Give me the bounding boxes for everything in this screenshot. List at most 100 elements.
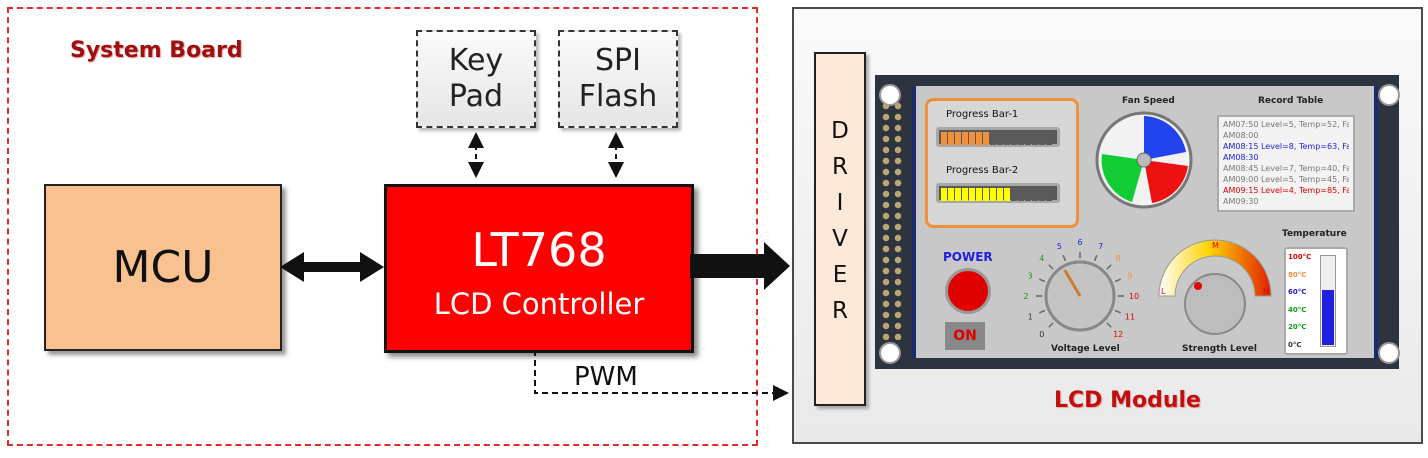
lcd-controller-block: LT768 LCD Controller [384, 184, 694, 353]
progress-segment [969, 188, 975, 201]
keypad-line-2: Pad [448, 79, 504, 114]
mount-hole-icon [1378, 84, 1400, 106]
progress-bar-panel: Progress Bar-1 Progress Bar-2 [925, 98, 1079, 228]
temperature-tick-label: 80°C [1288, 270, 1307, 279]
spi-flash-line-1: SPI [595, 43, 641, 78]
voltage-tick-label: 12 [1113, 330, 1123, 339]
progress-bar-2 [936, 183, 1060, 203]
power-button [945, 268, 991, 314]
strength-level-label: Strength Level [1182, 344, 1257, 354]
progress-segment [969, 132, 975, 145]
driver-letter: R [832, 298, 848, 324]
progress-segment [990, 132, 996, 145]
progress-segment [948, 188, 954, 201]
mount-hole-icon [1378, 342, 1400, 364]
progress-bar-1 [936, 127, 1060, 147]
progress-segment [1018, 132, 1024, 145]
progress-segment [941, 132, 947, 145]
controller-description: LCD Controller [433, 287, 645, 321]
system-board-title: System Board [70, 38, 243, 63]
driver-letter: D [831, 118, 849, 144]
progress-segment [990, 188, 996, 201]
voltage-tick-label: 10 [1129, 292, 1139, 301]
progress-segment [955, 188, 961, 201]
controller-driver-arrow [690, 242, 790, 290]
progress-segment [1025, 132, 1031, 145]
progress-segment [976, 188, 982, 201]
progress-segment [962, 188, 968, 201]
mount-hole-icon [879, 84, 901, 106]
voltage-tick-label: 6 [1077, 238, 1082, 247]
controller-name: LT768 [471, 223, 607, 277]
progress-segment [948, 132, 954, 145]
progress-segment [1018, 188, 1024, 201]
record-row: AM08:00 [1223, 131, 1259, 140]
spi-flash-block: SPI Flash [558, 30, 678, 128]
progress-segment [962, 132, 968, 145]
progress-segment [941, 188, 947, 201]
voltage-level-label: Voltage Level [1051, 344, 1120, 354]
keypad-block: Key Pad [416, 30, 536, 128]
on-button: ON [945, 322, 985, 350]
record-row: AM09:30 [1223, 197, 1259, 206]
thermometer-tube [1320, 255, 1336, 347]
record-row: AM08:45 Level=7, Temp=40, Fan= [1223, 164, 1349, 173]
voltage-tick-mark [1106, 264, 1112, 270]
temperature-tick-label: 40°C [1288, 305, 1307, 314]
voltage-tick-mark [1062, 255, 1067, 262]
strength-high-label: H [1263, 287, 1269, 296]
record-row: AM07:50 Level=5, Temp=52, Fan= [1223, 120, 1349, 129]
voltage-tick-label: 3 [1028, 271, 1033, 280]
progress-segment [1046, 188, 1052, 201]
voltage-tick-mark [1048, 264, 1054, 270]
progress-segment [1039, 188, 1045, 201]
pin-header-icon [880, 100, 904, 340]
driver-block: D R I V E R [814, 52, 866, 406]
record-table-title: Record Table [1258, 96, 1324, 106]
driver-letter: E [832, 262, 848, 288]
voltage-tick-mark [1039, 278, 1046, 283]
progress-segment [1039, 132, 1045, 145]
mount-hole-icon [879, 342, 901, 364]
temperature-tick-label: 20°C [1288, 323, 1307, 331]
voltage-tick-label: 11 [1125, 313, 1135, 322]
voltage-tick-label: 1 [1028, 313, 1033, 322]
voltage-tick-label: 2 [1023, 292, 1028, 301]
record-row: AM09:15 Level=4, Temp=85, Fan= [1223, 186, 1349, 195]
record-row: AM09:00 Level=5, Temp=45, Fan= [1223, 175, 1349, 184]
progress-segment [997, 132, 1003, 145]
progress-segment [955, 132, 961, 145]
voltage-tick-mark [1048, 322, 1054, 328]
progress-segment [1004, 188, 1010, 201]
strength-low-label: L [1161, 287, 1166, 296]
voltage-tick-label: 9 [1127, 271, 1132, 280]
strength-mid-label: M [1212, 241, 1219, 250]
voltage-tick-label: 0 [1039, 330, 1044, 339]
mcu-controller-arrow [280, 252, 384, 282]
progress-segment [1032, 188, 1038, 201]
driver-letter: V [832, 226, 848, 252]
keypad-line-1: Key [448, 43, 504, 78]
progress-segment [1032, 132, 1038, 145]
progress-segment [997, 188, 1003, 201]
record-row: AM08:15 Level=8, Temp=63, Fan= [1223, 142, 1349, 151]
progress-segment [983, 132, 989, 145]
mcu-block: MCU [44, 184, 282, 351]
voltage-tick-label: 5 [1057, 242, 1062, 251]
pwm-line [534, 350, 789, 401]
temperature-tick-label: 0°C [1288, 340, 1302, 349]
progress-segment [1025, 188, 1031, 201]
thermometer-fill [1322, 290, 1334, 345]
record-row: AM08:30 [1223, 153, 1259, 162]
driver-letter: R [832, 154, 848, 180]
lcd-module-title: LCD Module [1054, 388, 1201, 413]
progress-segment [1011, 188, 1017, 201]
voltage-tick-label: 8 [1116, 254, 1121, 263]
progress-bar-1-label: Progress Bar-1 [946, 109, 1019, 120]
temperature-tick-label: 100°C [1288, 253, 1312, 261]
progress-segment [1011, 132, 1017, 145]
